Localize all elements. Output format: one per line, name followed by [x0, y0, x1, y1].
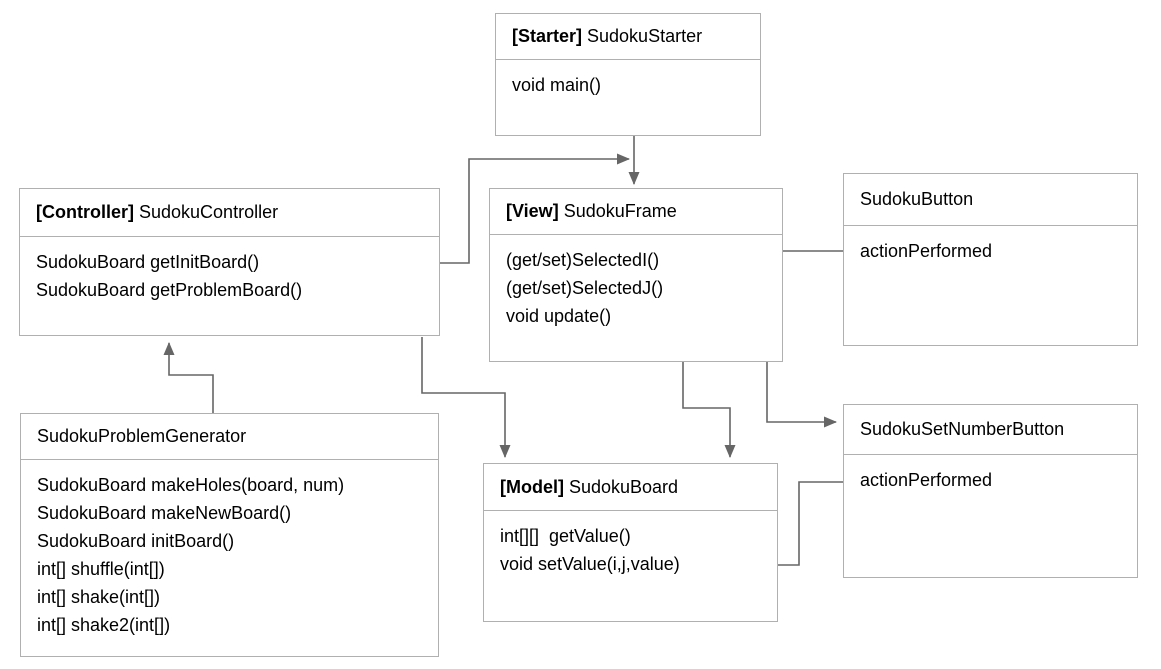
class-box-sudoku-button: SudokuButton actionPerformed [843, 173, 1138, 346]
class-member: SudokuBoard getProblemBoard() [36, 280, 303, 300]
class-title: [Starter] SudokuStarter [496, 14, 760, 60]
class-members: SudokuBoard makeHoles(board, num) Sudoku… [21, 460, 438, 639]
class-stereotype: [Controller] [36, 202, 134, 222]
class-box-sudoku-board: [Model] SudokuBoard int[][] getValue() v… [483, 463, 778, 622]
class-title: SudokuProblemGenerator [21, 414, 438, 460]
edge-frame-to-board [682, 362, 736, 458]
class-member: void main() [512, 75, 602, 95]
class-member: SudokuBoard initBoard() [37, 531, 235, 551]
class-member: SudokuBoard getInitBoard() [36, 252, 260, 272]
class-title: [Model] SudokuBoard [484, 464, 777, 511]
class-member: actionPerformed [860, 470, 993, 490]
class-box-sudoku-set-number-button: SudokuSetNumberButton actionPerformed [843, 404, 1138, 578]
class-title: [View] SudokuFrame [490, 189, 782, 235]
class-stereotype: [View] [506, 201, 559, 221]
class-title: SudokuButton [844, 174, 1137, 226]
class-member: (get/set)SelectedJ() [506, 278, 664, 298]
class-name: SudokuButton [860, 189, 974, 209]
class-box-sudoku-frame: [View] SudokuFrame (get/set)SelectedI() … [489, 188, 783, 362]
class-name: SudokuStarter [587, 26, 703, 46]
class-stereotype: [Model] [500, 476, 564, 497]
class-member: SudokuBoard makeHoles(board, num) [37, 475, 345, 495]
class-title: [Controller] SudokuController [20, 189, 439, 237]
class-members: void main() [496, 60, 760, 99]
class-box-sudoku-problem-generator: SudokuProblemGenerator SudokuBoard makeH… [20, 413, 439, 657]
class-member: actionPerformed [860, 241, 993, 261]
class-members: (get/set)SelectedI() (get/set)SelectedJ(… [490, 235, 782, 330]
class-member: int[][] getValue() [500, 526, 631, 546]
class-member: (get/set)SelectedI() [506, 250, 660, 270]
class-member: SudokuBoard makeNewBoard() [37, 503, 292, 523]
edge-generator-to-controller [163, 342, 214, 413]
class-members: int[][] getValue() void setValue(i,j,val… [484, 511, 777, 578]
class-title: SudokuSetNumberButton [844, 405, 1137, 455]
class-name: SudokuController [139, 202, 279, 222]
class-member: int[] shake2(int[]) [37, 615, 171, 635]
class-stereotype: [Starter] [512, 26, 583, 46]
class-member: void update() [506, 306, 612, 326]
class-member: int[] shuffle(int[]) [37, 559, 165, 579]
class-name: SudokuSetNumberButton [860, 419, 1065, 439]
class-name: SudokuProblemGenerator [37, 426, 247, 446]
class-members: actionPerformed [844, 455, 1137, 494]
class-member: void setValue(i,j,value) [500, 554, 680, 574]
class-box-sudoku-starter: [Starter] SudokuStarter void main() [495, 13, 761, 136]
class-box-sudoku-controller: [Controller] SudokuController SudokuBoar… [19, 188, 440, 336]
class-name: SudokuFrame [563, 201, 677, 221]
class-members: SudokuBoard getInitBoard() SudokuBoard g… [20, 237, 439, 304]
class-name: SudokuBoard [568, 476, 679, 497]
class-member: int[] shake(int[]) [37, 587, 161, 607]
class-members: actionPerformed [844, 226, 1137, 265]
